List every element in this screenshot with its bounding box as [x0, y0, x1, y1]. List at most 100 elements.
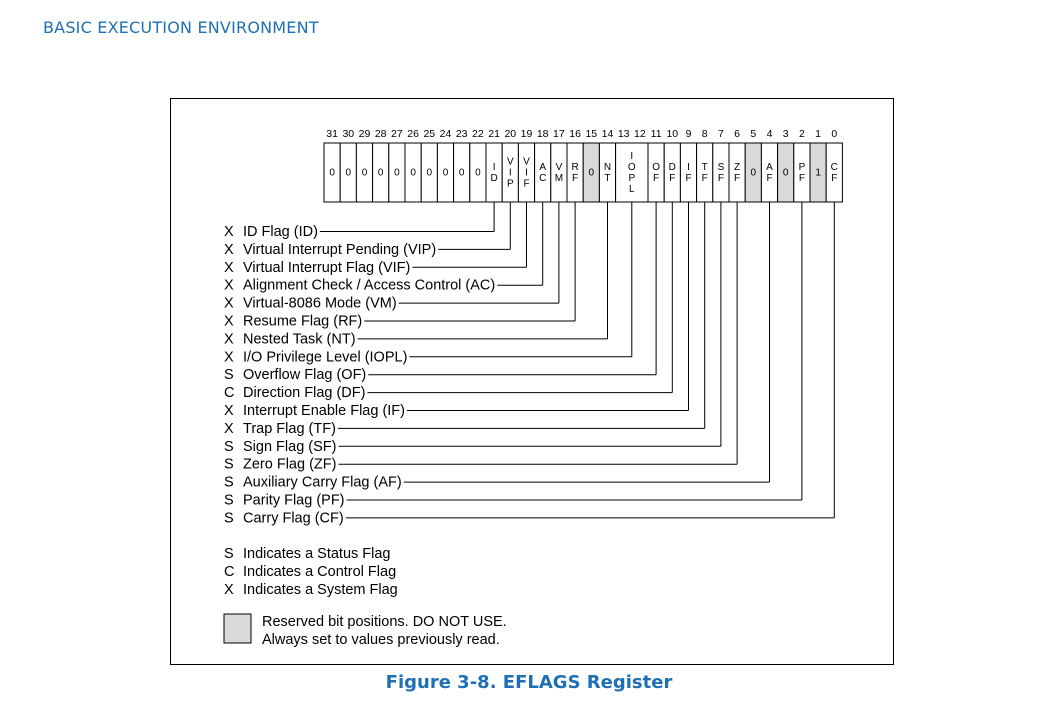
bit-number: 31	[326, 128, 338, 140]
bit-number: 3	[783, 128, 789, 140]
flag-name: Overflow Flag (OF)	[243, 367, 366, 383]
legend-type: C	[224, 564, 234, 580]
flag-type: S	[224, 510, 234, 526]
register-cell-label: 0	[346, 168, 352, 179]
register-cell-label: A	[539, 162, 546, 173]
register-cell-label: F	[799, 173, 805, 184]
flag-type: S	[224, 475, 234, 491]
register-cell-label: F	[702, 173, 708, 184]
register-cell-label: I	[493, 162, 496, 173]
register-cell-label: I	[687, 162, 690, 173]
bit-number: 26	[407, 128, 419, 140]
register-cell-label: I	[525, 168, 528, 179]
legend-type: S	[224, 546, 234, 562]
bit-number: 14	[602, 128, 614, 140]
flag-name: Nested Task (NT)	[243, 331, 356, 347]
flag-type: X	[224, 296, 234, 312]
register-cell-label: A	[766, 162, 773, 173]
register-cell-label: V	[556, 162, 563, 173]
flag-name: Sign Flag (SF)	[243, 439, 336, 455]
register-cell-label: I	[509, 168, 512, 179]
flag-type: X	[224, 224, 234, 240]
register-cell-label: D	[669, 162, 676, 173]
bit-number: 21	[488, 128, 500, 140]
register-cell-label: F	[669, 173, 675, 184]
register-cell-label: 0	[751, 168, 757, 179]
register-cell-label: O	[628, 162, 636, 173]
flag-type: S	[224, 493, 234, 509]
register-cell-label: T	[604, 173, 610, 184]
bit-number: 5	[750, 128, 756, 140]
register-cell-label: 0	[443, 168, 449, 179]
bit-number: 22	[472, 128, 484, 140]
register-cell-label: F	[653, 173, 659, 184]
figure-caption: Figure 3-8. EFLAGS Register	[385, 672, 673, 693]
register-cell-label: 0	[427, 168, 433, 179]
bit-number: 16	[569, 128, 581, 140]
register-cell-label: C	[539, 173, 546, 184]
page-header: BASIC EXECUTION ENVIRONMENT	[43, 18, 319, 37]
register-cell-label: F	[831, 173, 837, 184]
legend-text: Indicates a Control Flag	[243, 564, 396, 580]
bit-number: 4	[767, 128, 773, 140]
legend-text: Indicates a System Flag	[243, 582, 398, 598]
flag-type: X	[224, 331, 234, 347]
flag-name: Zero Flag (ZF)	[243, 457, 336, 473]
register-cell-label: 0	[329, 168, 335, 179]
flag-type: X	[224, 403, 234, 419]
flag-type: X	[224, 278, 234, 294]
register-cell-label: V	[507, 157, 514, 168]
bit-number: 13	[618, 128, 630, 140]
register-cell-label: 0	[362, 168, 368, 179]
register-cell-label: P	[628, 173, 635, 184]
register-cell-label: F	[523, 179, 529, 190]
register-cell-label: R	[571, 162, 578, 173]
figure-frame	[170, 98, 894, 665]
register-cell-label: 0	[410, 168, 416, 179]
register-cell-label: P	[799, 162, 806, 173]
bit-number: 0	[831, 128, 837, 140]
bit-number: 20	[504, 128, 516, 140]
register-cell-label: F	[734, 173, 740, 184]
register-cell-label: 0	[589, 168, 595, 179]
bit-number: 9	[686, 128, 692, 140]
bit-number: 24	[440, 128, 452, 140]
register-cell-label: 0	[394, 168, 400, 179]
bit-number: 1	[815, 128, 821, 140]
bit-number: 30	[342, 128, 354, 140]
register-cell-label: O	[652, 162, 660, 173]
register-cell	[615, 142, 649, 203]
flag-name: Parity Flag (PF)	[243, 493, 345, 509]
bit-number: 15	[585, 128, 597, 140]
bit-number: 28	[375, 128, 387, 140]
flag-type: X	[224, 421, 234, 437]
bit-number: 8	[702, 128, 708, 140]
bit-number: 7	[718, 128, 724, 140]
register-cell-label: M	[555, 173, 563, 184]
reserved-note-text: Always set to values previously read.	[262, 632, 500, 648]
flag-name: Auxiliary Carry Flag (AF)	[243, 475, 402, 491]
register-cell-label: V	[523, 157, 530, 168]
flag-type: X	[224, 349, 234, 365]
bit-number: 18	[537, 128, 549, 140]
bit-number: 17	[553, 128, 565, 140]
register-cell-label: F	[766, 173, 772, 184]
bit-number: 19	[521, 128, 533, 140]
flag-type: C	[224, 385, 234, 401]
flag-type: X	[224, 314, 234, 330]
bit-number: 12	[634, 128, 646, 140]
register-cell-label: 1	[815, 168, 821, 179]
bit-number: 29	[359, 128, 371, 140]
flag-type: S	[224, 439, 234, 455]
register-cell-label: C	[831, 162, 838, 173]
register-cell-label: 0	[459, 168, 465, 179]
reserved-note-text: Reserved bit positions. DO NOT USE.	[262, 614, 507, 630]
bit-number: 11	[651, 128, 662, 140]
register-cell-label: F	[718, 173, 724, 184]
flag-name: Direction Flag (DF)	[243, 385, 365, 401]
register-cell-label: P	[507, 179, 514, 190]
register-cell-label: F	[572, 173, 578, 184]
bit-number: 10	[666, 128, 678, 140]
legend-text: Indicates a Status Flag	[243, 546, 391, 562]
